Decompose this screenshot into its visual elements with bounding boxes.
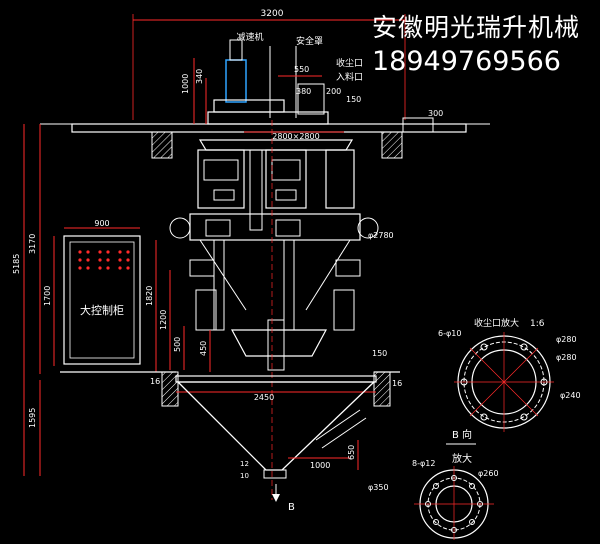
- label-dust-outlet: 收尘口: [336, 57, 363, 69]
- detail-dust-outlet: 收尘口放大 1:6 6-φ10 φ280 φ280 φ240: [438, 317, 581, 432]
- dust-d-inner: φ240: [560, 391, 581, 400]
- phone-watermark: 18949769566: [372, 46, 561, 77]
- dim-label-1700: 1700: [43, 286, 52, 306]
- view-b-d350: φ350: [368, 483, 389, 492]
- detail-view-b: B 向 放大 8-φ12 φ260 φ350: [368, 428, 499, 540]
- dim-label-380: 380: [296, 87, 311, 96]
- dim-label-1820: 1820: [145, 286, 154, 306]
- dust-d-outer: φ280: [556, 335, 577, 344]
- company-watermark: 安徽明光瑞升机械: [372, 13, 581, 42]
- dim-label-1000-chute: 1000: [310, 461, 330, 470]
- label-view-b-title: B 向: [452, 428, 472, 441]
- label-material-inlet: 入料口: [336, 71, 363, 83]
- reducer-assembly: 减速机 安全罩 收尘口 入料口: [207, 31, 363, 125]
- label-dust-outlet-enlarged: 收尘口放大: [474, 317, 519, 329]
- top-dims: 550 380 200 150 1000 340 2800×2800: [181, 58, 361, 141]
- view-b-d260: φ260: [478, 469, 499, 478]
- dim-label-450: 450: [199, 341, 208, 356]
- cabinet-indicator-lights: [78, 250, 130, 270]
- dim-label-1000: 1000: [181, 74, 190, 94]
- packer-body: φ2780: [169, 120, 394, 500]
- dim-label-300: 300: [428, 109, 443, 118]
- dim-label-2780: φ2780: [368, 231, 394, 240]
- label-control-cabinet: 大控制柜: [80, 303, 124, 317]
- label-view-b-sub: 放大: [452, 452, 472, 465]
- view-b-holes: 8-φ12: [412, 459, 435, 468]
- lower-floor: 2450 150 16: [60, 349, 402, 407]
- dim-total-width: 3200: [132, 9, 406, 120]
- dim-label-5185: 5185: [12, 254, 21, 274]
- dim-label-150-mid: 150: [372, 349, 387, 358]
- dust-d-mid: φ280: [556, 353, 577, 362]
- dim-label-10: 10: [240, 472, 249, 480]
- dim-label-150-top: 150: [346, 95, 361, 104]
- dim-label-340: 340: [195, 69, 204, 84]
- dim-label-3170: 3170: [28, 234, 37, 254]
- control-cabinet: 大控制柜 900: [63, 219, 141, 365]
- dim-label-1595: 1595: [28, 408, 37, 428]
- dim-label-2800: 2800×2800: [272, 132, 319, 141]
- label-view-b-arrow: B: [288, 502, 295, 513]
- dim-label-200: 200: [326, 87, 341, 96]
- left-dims: 5185 3170 1700 1820 1200 500 450 16 1595: [12, 124, 211, 476]
- dim-label-900: 900: [94, 219, 109, 228]
- dim-label-550: 550: [294, 65, 309, 74]
- label-speed-reducer: 减速机: [236, 31, 263, 43]
- dim-label-16-left: 16: [150, 377, 160, 386]
- dim-label-2450: 2450: [254, 393, 274, 402]
- dim-label-1200: 1200: [159, 310, 168, 330]
- label-scale: 1:6: [530, 319, 545, 329]
- dim-label-500: 500: [173, 337, 182, 352]
- cone-hopper: 1000 650 12 10 B: [176, 381, 376, 513]
- label-safety-cover: 安全罩: [296, 35, 323, 47]
- dim-label-3200: 3200: [261, 9, 284, 19]
- dust-holes: 6-φ10: [438, 329, 461, 338]
- dim-label-650: 650: [347, 445, 356, 460]
- dim-label-12: 12: [240, 460, 249, 468]
- dim-label-16-right: 16: [392, 379, 402, 388]
- upper-platform: 300: [40, 109, 490, 159]
